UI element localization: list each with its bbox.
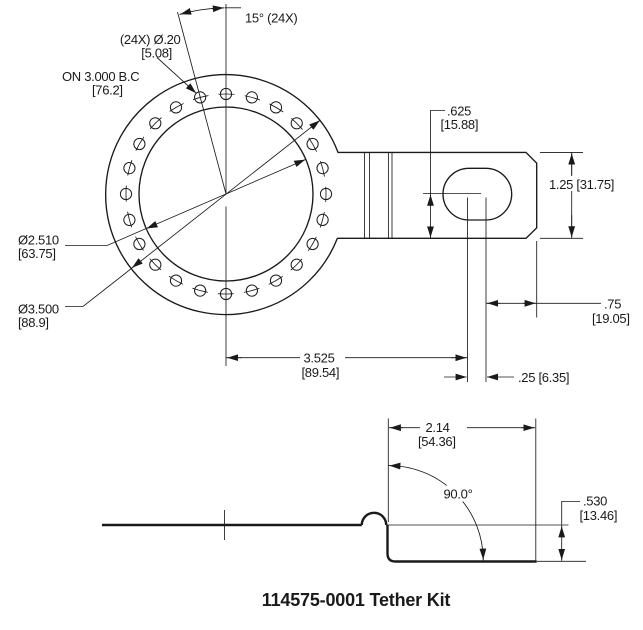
bend-angle-label: 90.0° <box>444 487 473 502</box>
tab-slot <box>442 167 513 221</box>
drawing-title: 114575-0001 Tether Kit <box>262 590 451 610</box>
dim-slot-to-end <box>486 241 601 318</box>
tab-outline <box>337 151 538 239</box>
dim-offset-height <box>558 501 580 561</box>
dim-bend-angle <box>388 462 487 561</box>
slot-to-edge-label: .625 <box>447 104 471 119</box>
offset-height-label: .530 <box>583 494 607 509</box>
hole-angle-label: 15° (24X) <box>245 11 297 26</box>
offset-height-mm-label: [13.46] <box>580 508 618 523</box>
tab-height-label: 1.25 [31.75] <box>549 177 614 192</box>
annotations: (24X) Ø.20 [5.08] ON 3.000 B.C [76.2] 15… <box>18 11 630 611</box>
slot-to-end-label: .75 <box>604 297 621 312</box>
side-view <box>102 418 586 563</box>
center-to-slot-label: 3.525 <box>304 350 335 365</box>
bend-to-end-label: 2.14 <box>426 420 450 435</box>
dim-outer-diameter-leader <box>65 119 321 307</box>
bend-to-end-mm-label: [54.36] <box>418 434 456 449</box>
hole-note-bc: ON 3.000 B.C <box>62 69 139 84</box>
text-masks <box>300 176 643 502</box>
flange-outer-circle <box>105 73 339 316</box>
inner-dia-label: Ø2.510 <box>18 233 59 248</box>
hole-note-dia-mm: [5.08] <box>141 46 172 61</box>
center-to-slot-mm-label: [89.54] <box>302 365 340 380</box>
slot-to-edge-mm-label: [15.88] <box>441 117 479 132</box>
slot-to-end-mm-label: [19.05] <box>592 311 630 326</box>
hole-note-leader <box>156 57 197 94</box>
outer-dia-label: Ø3.500 <box>18 301 59 316</box>
profile <box>102 511 537 563</box>
dim-tab-height <box>540 151 583 239</box>
tab-bend-lines <box>364 152 393 239</box>
inner-dia-mm-label: [63.75] <box>18 246 56 261</box>
dim-slot-to-edge <box>427 110 445 239</box>
top-view <box>65 4 601 382</box>
hole-note-bc-mm: [76.2] <box>92 83 123 98</box>
centerlines <box>177 4 487 382</box>
dim-inner-diameter-leader <box>65 159 306 246</box>
side-reference-lines <box>386 418 586 562</box>
hole-note-qty-dia: (24X) Ø.20 <box>120 32 181 47</box>
dim-hole-angle <box>179 5 241 15</box>
slot-centers-label: .25 [6.35] <box>518 370 569 385</box>
outer-dia-mm-label: [88.9] <box>18 315 49 330</box>
